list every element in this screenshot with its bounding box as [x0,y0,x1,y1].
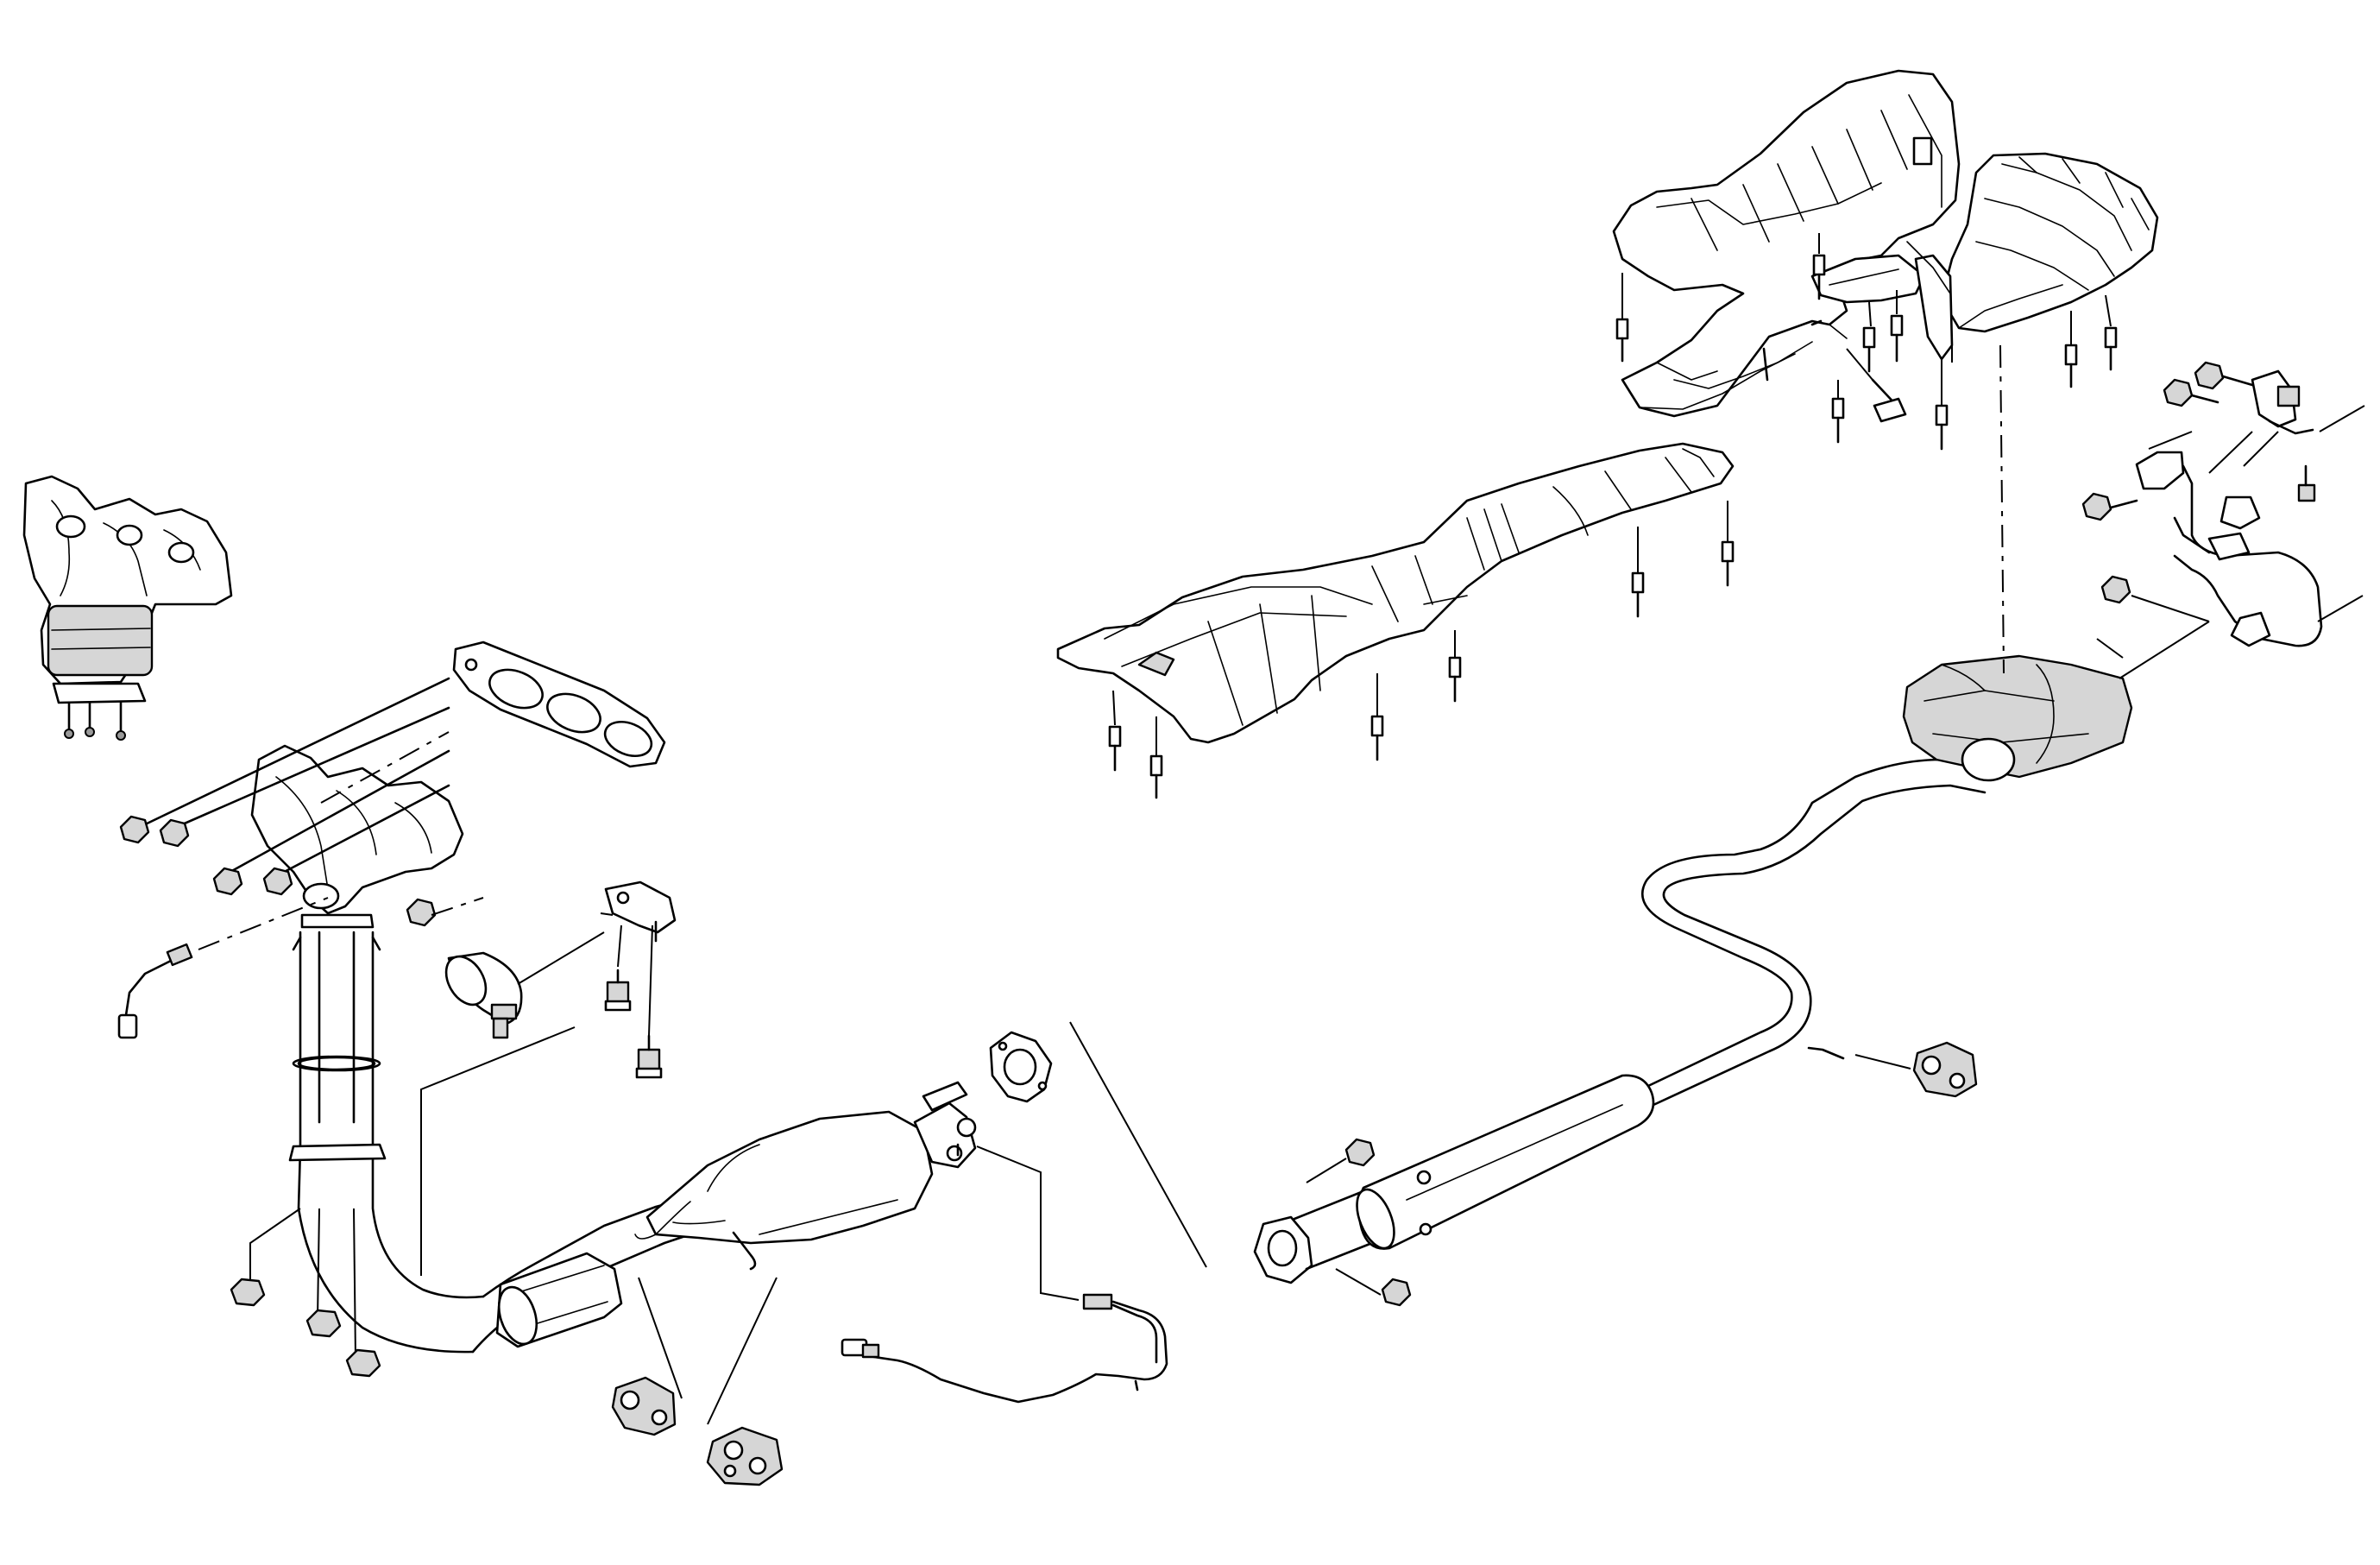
rear-heat-shield [1612,69,1961,418]
rubber-insulator [1854,1041,1978,1098]
hanger-fasteners [2081,361,2316,659]
heat-shield-bolt [1721,501,1735,587]
muffler-heat-shield [1940,152,2159,333]
flange-gasket [292,1055,381,1072]
flange-nut [230,1278,266,1307]
converter-outlet-gasket [989,1031,1053,1103]
heat-shield-bolt [2104,294,2118,371]
oxygen-sensor-upstream [117,897,329,1039]
bracket-bolt [604,969,632,1012]
hanger-nut [2100,575,2131,604]
heat-shield-bolt [1448,630,1462,703]
manifold-nut [159,818,190,848]
downpipe-flange [288,1143,387,1162]
exhaust-manifold-assembly [22,475,233,741]
hanger-bolt [2194,361,2254,390]
band-clamp [444,931,605,1039]
heat-shield-bolt [1846,348,1907,423]
flange-nut [305,1309,342,1338]
manifold-nut [262,867,293,896]
heat-shield-bolt [1108,690,1122,772]
heat-shield-bolt [1615,273,1629,363]
exhaust-manifold [250,744,464,929]
heat-shield-bolt [1831,380,1845,444]
intermediate-pipe [1069,1021,1374,1284]
heat-shield-bolt [2064,311,2078,388]
heat-shield-bolt [1812,233,1826,300]
muffler-strap-hanger [2135,369,2323,647]
heat-shield-bolt [1862,301,1876,373]
heat-shield-fasteners [1615,233,2118,451]
manifold-gasket [452,641,666,768]
manifold-nut [119,815,150,844]
hanger-bracket [600,880,677,1079]
heat-shield-bolt [1935,359,1949,451]
heat-shield-fasteners [1108,501,1735,799]
catalytic-converter [471,1081,977,1354]
downpipe [288,931,485,1354]
tailpipe [1641,758,1986,1107]
rubber-insulator [706,1426,784,1486]
heat-shield-bolt [1370,673,1384,761]
manifold-studs [119,677,484,927]
oxygen-sensor-downstream [841,1145,1168,1404]
manifold-nut [212,867,243,896]
hanger-bolt [2081,492,2138,521]
manifold-nut [406,898,437,927]
resonator-nut [1381,1278,1412,1307]
hanger-bolt [2297,464,2316,502]
muffler [1902,654,2133,782]
downpipe-nuts [230,1208,381,1378]
rubber-insulator [611,1277,778,1436]
hanger-bolt [2163,378,2219,407]
heat-shield-bolt [1149,716,1163,799]
heat-shield-bolt [1631,527,1645,618]
flange-nut [345,1348,381,1378]
resonator-nut [1344,1138,1376,1167]
front-heat-shield [1056,442,1735,744]
heat-shield-bolt [1890,290,1904,363]
resonator [1306,1074,1655,1307]
bracket-bolt [635,1034,663,1079]
